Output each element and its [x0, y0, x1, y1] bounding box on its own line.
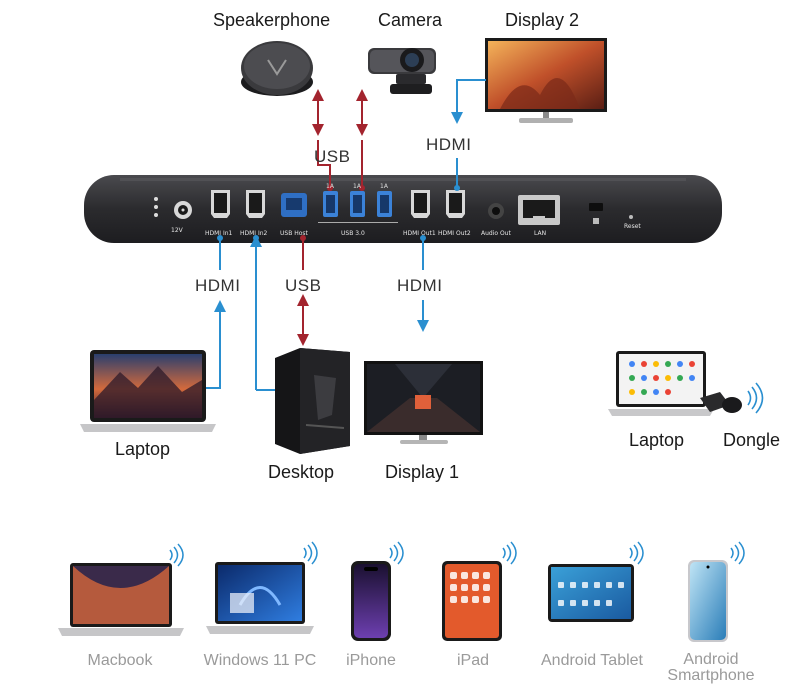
camera-label: Camera [378, 10, 443, 30]
camera-icon [368, 48, 436, 94]
device-name-iphone: iPhone [346, 652, 396, 669]
speakerphone-icon [241, 41, 313, 96]
hdmi-top-label: HDMI [426, 135, 472, 154]
usb-bottom-label: USB [285, 276, 322, 295]
port-label-power: 12V [171, 227, 183, 234]
port-label-audio-out: Audio Out [481, 230, 511, 237]
hdmi-left-label: HDMI [195, 276, 241, 295]
macbook-icon [58, 563, 184, 636]
desktop-tower-icon [275, 348, 350, 454]
iphone-wifi-icon [389, 541, 404, 565]
device-name-ipad: iPad [456, 652, 490, 669]
iphone-icon [351, 561, 391, 641]
ipad-icon [442, 561, 502, 641]
port-label-lan: LAN [534, 230, 547, 237]
port-label-usb30: USB 3.0 [341, 230, 365, 237]
camera-usb-line [356, 89, 368, 191]
display1-hdmi-line [417, 235, 429, 332]
display2-label: Display 2 [505, 10, 580, 30]
hdmi-bottom-label: HDMI [397, 276, 443, 295]
laptop-left-icon [80, 350, 216, 432]
ipad-wifi-icon [502, 541, 517, 565]
display2-hdmi-line [451, 79, 486, 191]
macbook-wifi-icon [169, 543, 184, 567]
android-tablet-wifi-icon [629, 541, 644, 565]
usb-amp-label-3: 1A [380, 183, 388, 190]
port-label-hdmi-in1: HDMI In1 [205, 230, 233, 237]
speakerphone-usb-line [312, 89, 333, 191]
windows-pc-wifi-icon [303, 541, 318, 565]
usb-top-label: USB [314, 147, 351, 166]
laptop-left-label: Laptop [115, 439, 171, 459]
desktop-usb-line [297, 235, 309, 346]
display1-label: Display 1 [385, 462, 460, 482]
device-name-android-smartphone: Android Smartphone [667, 651, 755, 684]
device-name-android-tablet: Android Tablet [541, 652, 643, 669]
dongle-label: Dongle [723, 430, 781, 450]
port-label-hdmi-out1: HDMI Out1 [403, 230, 436, 237]
port-label-reset: Reset [624, 223, 641, 230]
docking-station [84, 175, 722, 243]
laptop-hdmi-line [205, 235, 226, 389]
desktop-hdmi-line [250, 235, 276, 391]
laptop-right-icon [608, 351, 714, 416]
dongle-icon [700, 382, 764, 414]
port-label-hdmi-in2: HDMI In2 [240, 230, 268, 237]
android-smartphone-wifi-icon [730, 541, 745, 565]
android-tablet-icon [548, 564, 634, 622]
windows-pc-icon [206, 562, 314, 634]
usb-amp-label-2: 1A [353, 183, 361, 190]
display1-monitor-icon [364, 361, 483, 444]
usb-amp-label-1: 1A [326, 183, 334, 190]
device-name-windows-pc: Windows 11 PC [203, 652, 317, 669]
display2-monitor-icon [485, 38, 607, 123]
desktop-label: Desktop [268, 462, 335, 482]
port-label-usb-host: USB Host [280, 230, 308, 237]
android-smartphone-icon [688, 560, 728, 642]
laptop-right-label: Laptop [629, 430, 685, 450]
port-label-hdmi-out2: HDMI Out2 [438, 230, 471, 237]
speakerphone-label: Speakerphone [213, 10, 331, 30]
device-name-macbook: Macbook [87, 652, 153, 669]
